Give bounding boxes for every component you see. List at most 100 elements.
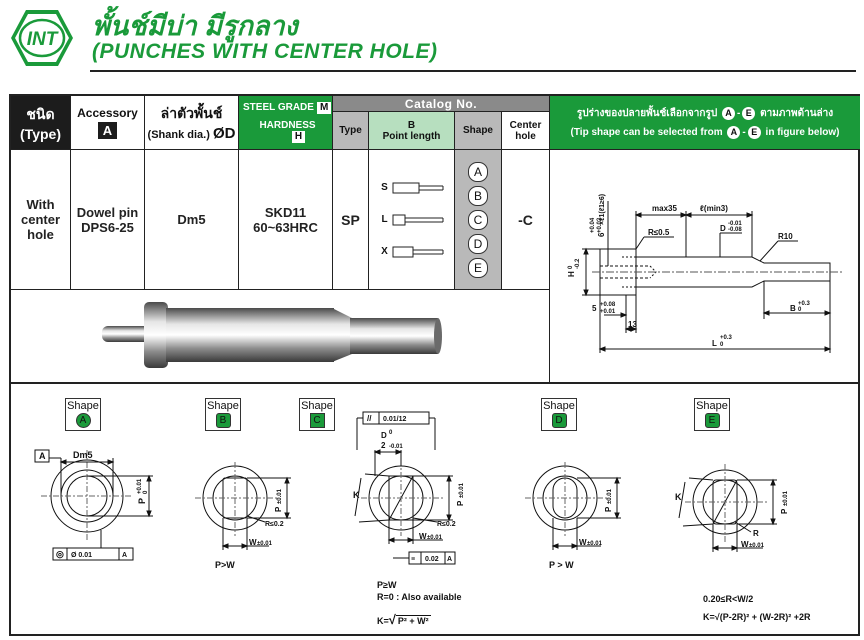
shape-a-dm5: Dm5: [73, 450, 93, 460]
shape-d-w: W: [579, 538, 587, 547]
shape-b-note: P>W: [215, 560, 235, 570]
col-header-tip: รูปร่างของปลายพั้นช์เลือกจากรูป A-E ตามภ…: [550, 96, 860, 150]
shape-e-note: 0.20≤R<W/2: [703, 594, 754, 604]
cell-shank: Dm5: [145, 150, 239, 290]
point-row-l: L: [379, 204, 445, 236]
acc-line-1: Dowel pin: [76, 204, 139, 220]
type-line-2: center: [20, 212, 61, 227]
shape-c-note-2: R=0 : Also available: [377, 592, 462, 602]
shape-e-badge: E: [704, 413, 720, 428]
point-label-l: L: [381, 214, 388, 225]
shape-b-w: W: [249, 538, 257, 547]
dim-13: 13: [628, 320, 637, 329]
shape-a-drawing: A Dm5 P +0.01 0 ◎ Ø 0.01 A: [34, 449, 153, 561]
col-header-type: ชนิด (Type): [11, 96, 71, 150]
shank-label-en-row: (Shank dia.) ØD: [148, 125, 236, 142]
shape-option-e: E: [468, 257, 488, 278]
tip-thai: รูปร่างของปลายพั้นช์เลือกจากรูป: [576, 108, 718, 119]
shape-d-p: P: [604, 506, 613, 512]
dim-lmin3: ℓ(min3): [700, 204, 728, 213]
dim-d-lo: -0.08: [728, 227, 742, 233]
dim-5-up: +0.08: [600, 302, 616, 308]
title-underline: [90, 70, 856, 72]
shape-a-p-up: +0.01: [137, 478, 143, 494]
shape-c-k: K: [353, 490, 360, 500]
cell-type: With center hole: [11, 150, 71, 290]
point-length-label: Point length: [382, 130, 441, 142]
hardness-label: HARDNESS: [259, 120, 316, 131]
dim-l-lo: 0: [720, 342, 724, 348]
shape-c-formula-k: K=: [377, 616, 389, 626]
shape-e-p-tol: ±0.01: [783, 490, 789, 506]
dim-r10: R10: [778, 232, 793, 241]
shape-b-p-tol: ±0.01: [277, 488, 283, 504]
shape-a-label-text: Shape: [67, 400, 99, 412]
point-row-x: X: [379, 236, 445, 268]
shape-c-note-1: P≥W: [377, 580, 397, 590]
shape-a-conc-ref: A: [122, 552, 127, 559]
shape-b-w-tol: ±0.01: [257, 541, 273, 547]
tip-en-a-circle: A: [727, 126, 741, 139]
tip-en-a: (Tip shape can be selected from: [570, 127, 723, 138]
accessory-label: Accessory: [77, 106, 138, 120]
acc-line-2: DPS6-25: [81, 219, 134, 235]
cell-center-hole: -C: [502, 150, 550, 290]
tip-thai-row: รูปร่างของปลายพั้นช์เลือกจากรูป A-E ตามภ…: [577, 106, 833, 121]
cell-photo: [11, 290, 550, 382]
dim-l-up: +0.3: [720, 335, 733, 341]
int-logo: INT: [11, 10, 73, 66]
shape-c-sym-ref: A: [447, 556, 452, 563]
hole-label: hole: [515, 130, 536, 142]
type-label-en: (Type): [20, 125, 61, 142]
shape-c-formula-body: P² + W²: [395, 615, 431, 626]
tip-a-circle: A: [721, 107, 735, 120]
steel-line-2: 60~63HRC: [253, 219, 318, 235]
shape-d-label: Shape D: [541, 398, 577, 431]
shape-c-r: R≤0.2: [437, 521, 456, 528]
col-header-catalog: Catalog No.: [333, 96, 550, 112]
tip-dash-2: -: [742, 127, 746, 138]
col-header-shape: Shape: [455, 112, 502, 150]
dim-b-up: +0.3: [798, 301, 811, 307]
dim-r05: R≤0.5: [648, 228, 670, 237]
shank-label-d: ØD: [212, 125, 236, 142]
shape-c-w-tol: ±0.01: [427, 535, 443, 541]
dim-fit: ×ℓ1(ℓ1≥6): [599, 194, 606, 225]
shank-label-thai: ล่าตัวพั้นช์: [160, 105, 223, 121]
spec-table: ชนิด (Type) Accessory A ล่าตัวพั้นช์ (Sh…: [9, 94, 860, 384]
shape-e-drawing: K P ±0.01 R W ±0.01: [675, 464, 789, 552]
shape-d-p-tol: ±0.01: [607, 488, 613, 504]
col-header-center: Center hole: [502, 112, 550, 150]
shape-a-label: Shape A: [65, 398, 101, 431]
shape-e-label-text: Shape: [696, 400, 728, 412]
type-line-3: hole: [27, 227, 54, 242]
dim-5: 5: [592, 304, 597, 313]
dim-6-lo: +0.02: [597, 217, 603, 233]
shape-b-p: P: [274, 506, 283, 512]
col-header-cat-type: Type: [333, 112, 369, 150]
steel-box: M: [316, 102, 332, 114]
shape-e-p: P: [780, 508, 789, 514]
punch-drawing: max35 ℓ(min3) D -0.01 -0.08 R≤0.5 R10 H …: [567, 194, 842, 353]
page-title-thai: พั้นช์มีบ่า มีรูกลาง: [92, 11, 298, 41]
cell-shapes: A B C D E: [455, 150, 502, 290]
shapes-panel: Shape A A Dm5 P +0.01 0 ◎ Ø 0.01: [9, 384, 860, 636]
dim-6: 6: [597, 232, 606, 237]
shape-e-label: Shape E: [694, 398, 730, 431]
shape-c-sym-val: 0.02: [425, 556, 439, 563]
shape-c-label: Shape C: [299, 398, 335, 431]
point-x-icon: [392, 246, 443, 257]
point-b-label: B: [407, 119, 416, 131]
shape-option-d: D: [468, 233, 488, 254]
shape-c-par-val: 0.01/12: [383, 416, 406, 423]
shape-c-badge: C: [309, 413, 325, 428]
cell-type-code: SP: [333, 150, 369, 290]
point-l-icon: [392, 214, 443, 225]
shape-d-badge: D: [551, 413, 567, 428]
shape-c-d-up: 0: [389, 430, 393, 436]
dim-d-up: -0.01: [728, 221, 742, 227]
tip-e-circle: E: [742, 107, 756, 120]
type-line-1: With: [26, 197, 55, 212]
